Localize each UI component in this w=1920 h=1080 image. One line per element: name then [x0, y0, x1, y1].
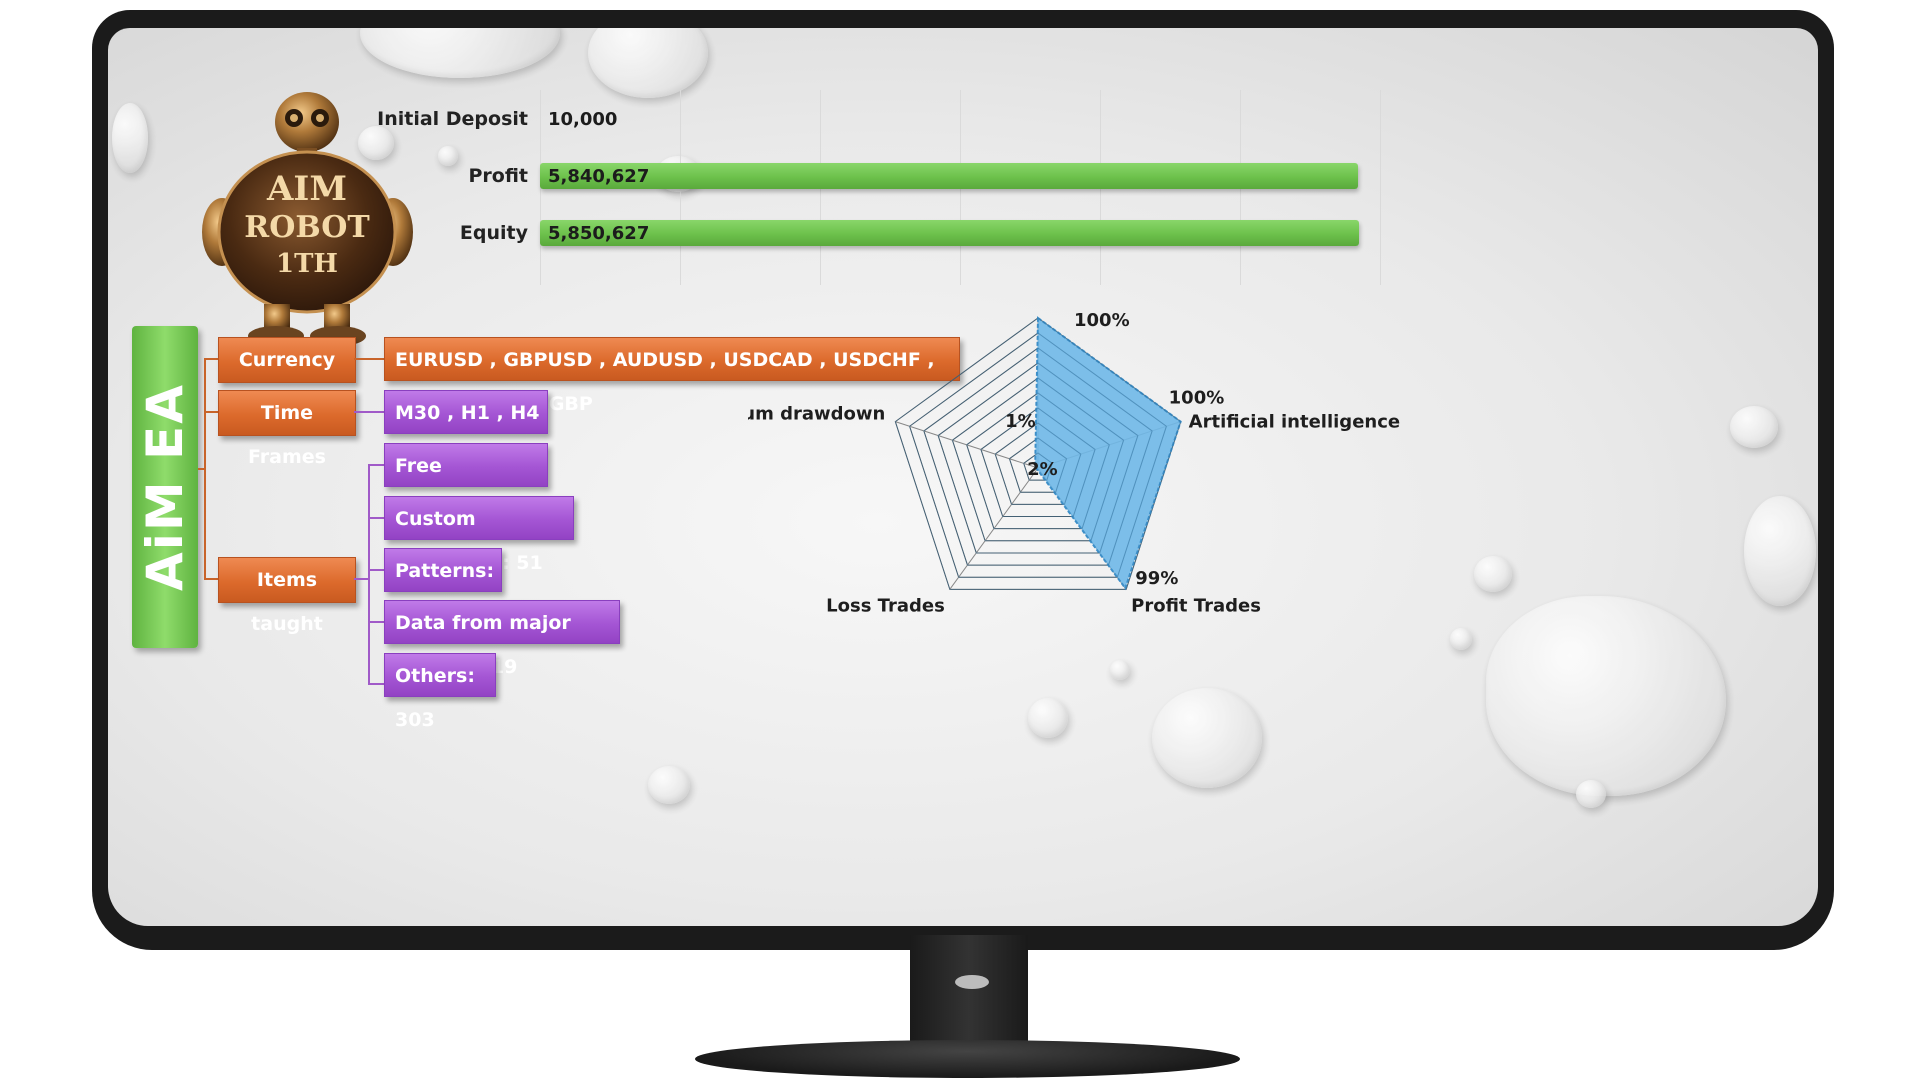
leaf-others: Others: 303: [384, 653, 496, 731]
bar-chart-bar: [540, 220, 1360, 246]
tree-connector: [204, 411, 218, 413]
leaf-free-indicators: Free indicators: 30: [384, 443, 548, 521]
tree-connector: [368, 569, 384, 571]
leaf-patterns: Patterns: 194: [384, 548, 502, 626]
radar-axis-label: Maximum drawdown: [748, 404, 885, 425]
bar-chart-category-label: Profit: [468, 165, 528, 187]
radar-value-label: 100%: [1169, 388, 1225, 409]
tree-connector: [204, 358, 218, 360]
water-drop: [1576, 780, 1606, 808]
bar-chart-bar: [540, 106, 541, 132]
tree-root-aim-ea: AiM EA: [132, 326, 198, 648]
robot-label-line1: AIM: [266, 169, 347, 209]
water-drop: [1450, 628, 1472, 650]
tree-connector: [368, 683, 384, 685]
tree-connector: [368, 464, 370, 684]
branch-time-frames: Time Frames: [218, 390, 356, 468]
water-drop: [1152, 688, 1262, 788]
water-drop: [438, 146, 458, 166]
radar-grid-ring-overlay: [980, 407, 1096, 518]
water-drop: [1474, 556, 1512, 592]
monitor-stand-dot: [955, 975, 989, 989]
radar-grid-ring-overlay: [937, 362, 1139, 554]
water-drop: [1028, 698, 1068, 738]
tree-connector: [354, 358, 384, 360]
radar-grid-ring-overlay: [951, 377, 1125, 542]
radar-grid-ring-overlay: [894, 317, 1182, 590]
radar-series-area: [1034, 316, 1182, 591]
water-drop: [358, 126, 394, 160]
leaf-time-frames-list: M30 , H1 , H4 , D1: [384, 390, 548, 468]
bar-chart-gridline: [1380, 90, 1381, 285]
radar-spoke: [949, 467, 1039, 590]
leaf-custom-indicators: Custom indicators: 51: [384, 496, 574, 574]
robot-mascot-image: AIM ROBOT 1TH: [202, 92, 413, 346]
radar-value-label: 100%: [1074, 310, 1130, 331]
water-drop: [1730, 406, 1778, 448]
bar-chart-value-label: 5,840,627: [548, 166, 650, 187]
robot-label-line2: ROBOT: [244, 210, 370, 245]
tree-connector: [198, 468, 206, 470]
bar-chart-value-label: 5,850,627: [548, 223, 650, 244]
branch-currency-pairs: Currency Pairs: [218, 337, 356, 415]
water-drop: [1110, 660, 1130, 680]
water-drop: [1744, 496, 1816, 606]
radar-axis-label: Loss Trades: [826, 595, 945, 616]
radar-grid-ring-overlay: [923, 347, 1153, 566]
water-drop: [588, 28, 708, 98]
bar-chart-value-label: 10,000: [548, 109, 618, 130]
leaf-data-from-major-brokers: Data from major brokers: 19: [384, 600, 620, 678]
tree-connector: [354, 411, 384, 413]
tree-connector: [204, 578, 218, 580]
branch-items-taught: Items taught: [218, 557, 356, 635]
radar-spoke: [895, 421, 1039, 469]
water-drop: [1486, 596, 1726, 796]
tree-connector: [368, 517, 384, 519]
radar-axis-label: Artificial intelligence: [1189, 412, 1400, 433]
bar-chart-category-label: Initial Deposit: [377, 108, 528, 130]
radar-value-label: 1%: [1005, 411, 1036, 432]
radar-value-label: 99%: [1135, 568, 1178, 589]
bar-chart-bar: [540, 163, 1358, 189]
water-drop: [112, 103, 148, 173]
tree-connector: [368, 621, 384, 623]
tree-connector: [204, 358, 206, 580]
tree-connector: [354, 578, 370, 580]
monitor-stand-base: [695, 1040, 1240, 1078]
bar-chart-category-label: Equity: [459, 222, 528, 244]
water-drop: [648, 766, 690, 804]
radar-chart: Algo trading100%Artificial intelligence1…: [748, 310, 1400, 616]
monitor-stand-neck: [910, 935, 1028, 1055]
radar-grid-ring-overlay: [966, 392, 1110, 530]
water-drop: [360, 28, 560, 78]
tree-connector: [368, 464, 384, 466]
tree-root-label: AiM EA: [136, 383, 194, 591]
radar-grid-ring-overlay: [994, 422, 1082, 505]
radar-grid-ring-overlay: [1023, 452, 1053, 481]
radar-grid-ring-overlay: [1008, 437, 1068, 493]
robot-label-line3: 1TH: [276, 249, 338, 279]
radar-grid-ring-overlay: [909, 332, 1167, 578]
radar-axis-label: Profit Trades: [1131, 595, 1261, 616]
radar-value-label: 2%: [1027, 459, 1058, 480]
